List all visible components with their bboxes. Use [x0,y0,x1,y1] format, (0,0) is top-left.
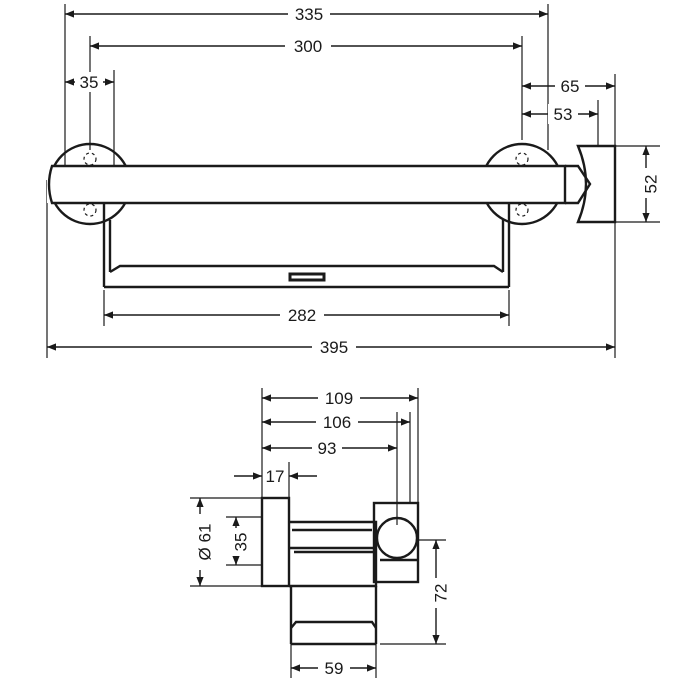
dim-label-93: 93 [318,439,337,458]
shelf-drain-slot [288,272,326,282]
side-bracket [372,501,420,584]
dim-label-282: 282 [288,306,316,325]
top-view: 335 300 35 65 53 52 282 395 [46,4,660,358]
dim-label-395: 395 [320,338,348,357]
side-extension-lines [190,388,446,678]
side-bar-section [289,520,378,646]
dim-label-17: 17 [266,467,285,486]
dim-label-35-side: 35 [231,533,250,552]
dim-label-35-top: 35 [80,73,99,92]
dim-label-52: 52 [641,175,660,194]
side-rosette [260,496,291,588]
dim-label-300: 300 [294,37,322,56]
rail-bar [47,166,565,203]
dim-label-59: 59 [325,659,344,678]
shelf-tray [102,203,511,289]
dim-label-109: 109 [325,389,353,408]
dim-label-53: 53 [554,105,573,124]
dim-label-106: 106 [323,413,351,432]
slider-knob [375,516,419,560]
dim-label-335: 335 [295,5,323,24]
dim-label-diameter-61: Ø 61 [195,524,214,561]
side-view: 109 106 93 17 Ø 61 35 72 59 [190,388,450,678]
dim-label-72: 72 [431,584,450,603]
dim-label-65: 65 [561,77,580,96]
end-bracket [565,144,617,224]
